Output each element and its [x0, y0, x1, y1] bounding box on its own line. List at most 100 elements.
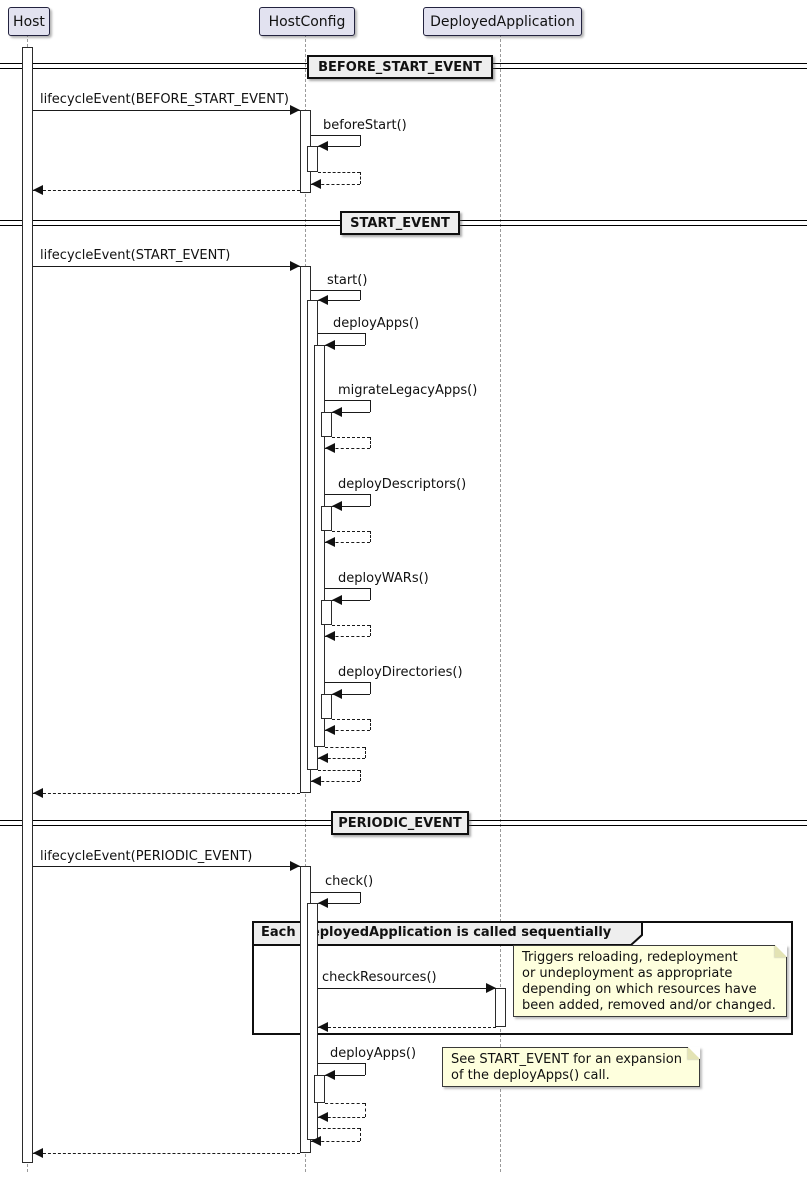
divider-start-event: START_EVENT [340, 211, 460, 235]
arrowhead-left [332, 595, 342, 605]
self-return-line [318, 172, 360, 173]
participant-host: Host [8, 7, 50, 36]
self-call-line [318, 903, 360, 904]
arrowhead-left [325, 631, 335, 641]
message-label: deployDirectories() [338, 665, 463, 680]
self-call-line [370, 588, 371, 600]
activation-hostconfig-before-2 [307, 146, 318, 172]
activation-deployedapplication [495, 988, 506, 1027]
message-line [33, 266, 300, 267]
participant-deployedapplication: DeployedApplication [423, 7, 582, 36]
self-call-line [360, 290, 361, 300]
lifeline-deployedapplication [500, 34, 501, 1172]
self-call-line [325, 400, 370, 401]
self-call-line [370, 400, 371, 412]
arrowhead-left [325, 725, 335, 735]
group-header-label: Each DeployedApplication is called seque… [261, 925, 612, 940]
self-call-line [325, 494, 370, 495]
arrowhead-left [332, 689, 342, 699]
message-label: start() [327, 273, 368, 288]
self-return-line [370, 437, 371, 448]
self-call-line [325, 1075, 365, 1076]
self-call-line [325, 588, 370, 589]
self-call-line [332, 600, 370, 601]
arrowhead-right [290, 861, 300, 871]
return-line [318, 1027, 496, 1028]
activation-deploy-apps-periodic [314, 1075, 325, 1103]
return-line [33, 190, 300, 191]
arrowhead-left [311, 776, 321, 786]
message-label: check() [325, 874, 374, 889]
self-return-line [318, 758, 365, 759]
self-call-line [332, 412, 370, 413]
message-line [33, 110, 300, 111]
message-label: lifecycleEvent(BEFORE_START_EVENT) [40, 92, 289, 107]
arrowhead-left [33, 1148, 43, 1158]
note-check-resources: Triggers reloading, redeployment or unde… [513, 945, 787, 1017]
return-line [33, 793, 300, 794]
self-call-line [365, 1063, 366, 1075]
arrowhead-left [318, 898, 328, 908]
self-call-line [311, 290, 360, 291]
self-call-line [311, 892, 360, 893]
activation-hostconfig-start-3 [314, 345, 325, 747]
arrowhead-left [325, 1070, 335, 1080]
message-label: lifecycleEvent(START_EVENT) [40, 248, 231, 263]
activation-deploy-wars [321, 600, 332, 625]
self-return-line [370, 625, 371, 636]
arrowhead-right [290, 261, 300, 271]
message-label: lifecycleEvent(PERIODIC_EVENT) [40, 849, 253, 864]
activation-hostconfig-periodic-2 [307, 903, 318, 1140]
self-return-line [311, 1141, 360, 1142]
participant-hostconfig: HostConfig [259, 7, 355, 36]
self-call-line [311, 135, 360, 136]
self-return-line [332, 625, 370, 626]
return-line [33, 1153, 300, 1154]
self-return-line [311, 184, 360, 185]
arrowhead-left [332, 407, 342, 417]
self-return-line [360, 172, 361, 184]
arrowhead-right [486, 983, 496, 993]
self-return-line [311, 781, 360, 782]
divider-periodic-event: PERIODIC_EVENT [331, 811, 469, 835]
self-call-line [370, 682, 371, 694]
arrowhead-left [318, 295, 328, 305]
self-return-line [325, 542, 370, 543]
message-label: beforeStart() [323, 118, 407, 133]
self-return-line [370, 719, 371, 730]
self-return-line [318, 1117, 365, 1118]
activation-migrate-legacy-apps [321, 412, 332, 437]
activation-deploy-descriptors [321, 506, 332, 531]
message-label: deployDescriptors() [338, 477, 467, 492]
message-line [33, 866, 300, 867]
self-return-line [318, 770, 360, 771]
self-call-line [318, 146, 360, 147]
self-call-line [360, 135, 361, 146]
self-call-line [332, 694, 370, 695]
self-call-line [318, 300, 360, 301]
message-label: deployApps() [333, 316, 420, 331]
note-deploy-apps: See START_EVENT for an expansion of the … [442, 1047, 700, 1087]
divider-before-start-event: BEFORE_START_EVENT [307, 55, 493, 79]
self-return-line [360, 770, 361, 781]
arrowhead-left [332, 501, 342, 511]
arrowhead-right [290, 105, 300, 115]
self-return-line [365, 1103, 366, 1117]
message-label: deployApps() [330, 1046, 417, 1061]
arrowhead-left [311, 1136, 321, 1146]
message-label: migrateLegacyApps() [338, 383, 478, 398]
self-call-line [332, 506, 370, 507]
self-call-line [365, 333, 366, 345]
activation-deploy-directories [321, 694, 332, 719]
self-return-line [325, 1103, 365, 1104]
self-call-line [318, 333, 365, 334]
arrowhead-left [325, 340, 335, 350]
self-return-line [370, 531, 371, 542]
message-line [318, 988, 496, 989]
group-header-shape [252, 921, 643, 946]
self-call-line [325, 682, 370, 683]
self-call-line [370, 494, 371, 506]
self-return-line [332, 531, 370, 532]
self-return-line [360, 1128, 361, 1141]
